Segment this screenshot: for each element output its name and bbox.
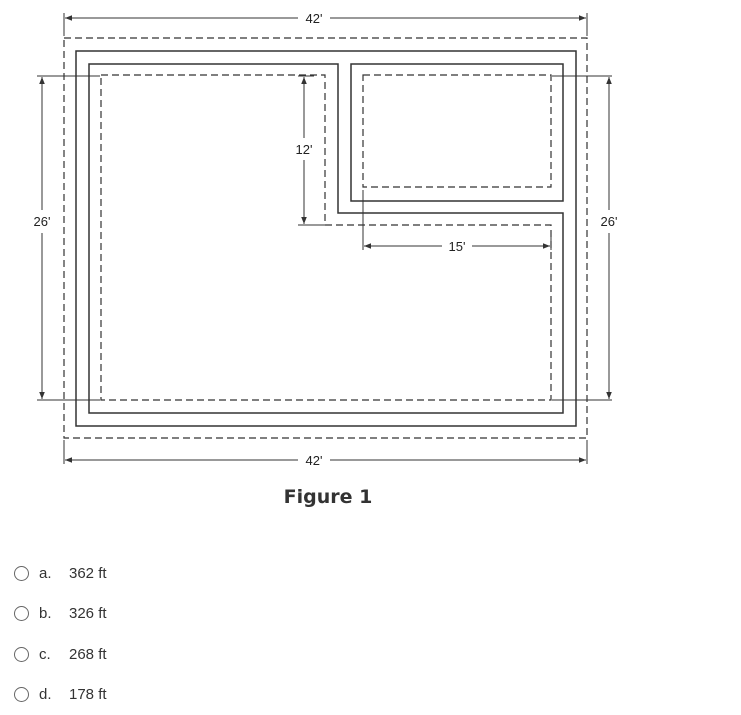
option-text: 268 ft [69,646,107,663]
floor-plan-figure: 42' 42' 26' 26' 12' 15' [0,0,741,480]
dim-label-right: 26' [601,214,618,229]
dim-label-top: 42' [306,11,323,26]
radio-button-icon[interactable] [14,687,29,702]
option-d[interactable]: d. 178 ft [14,675,107,715]
option-letter: d. [39,686,69,703]
option-letter: a. [39,565,69,582]
figure-caption: Figure 1 [0,486,656,508]
option-c[interactable]: c. 268 ft [14,634,107,675]
inner-wall-main [89,64,563,413]
option-text: 178 ft [69,686,107,703]
option-letter: b. [39,605,69,622]
option-letter: c. [39,646,69,663]
option-text: 326 ft [69,605,107,622]
outer-wall [76,51,576,426]
dim-label-notch-height: 12' [296,142,313,157]
option-text: 362 ft [69,565,107,582]
dim-label-notch-width: 15' [449,239,466,254]
radio-button-icon[interactable] [14,606,29,621]
dim-label-left: 26' [34,214,51,229]
radio-button-icon[interactable] [14,566,29,581]
inner-wall-room [351,64,563,201]
dim-label-bottom: 42' [306,453,323,468]
radio-button-icon[interactable] [14,647,29,662]
inner-dashed-main [101,75,551,400]
answer-options: a. 362 ft b. 326 ft c. 268 ft d. 178 ft [14,553,107,715]
option-a[interactable]: a. 362 ft [14,553,107,594]
inner-dashed-room [363,75,551,187]
option-b[interactable]: b. 326 ft [14,594,107,635]
